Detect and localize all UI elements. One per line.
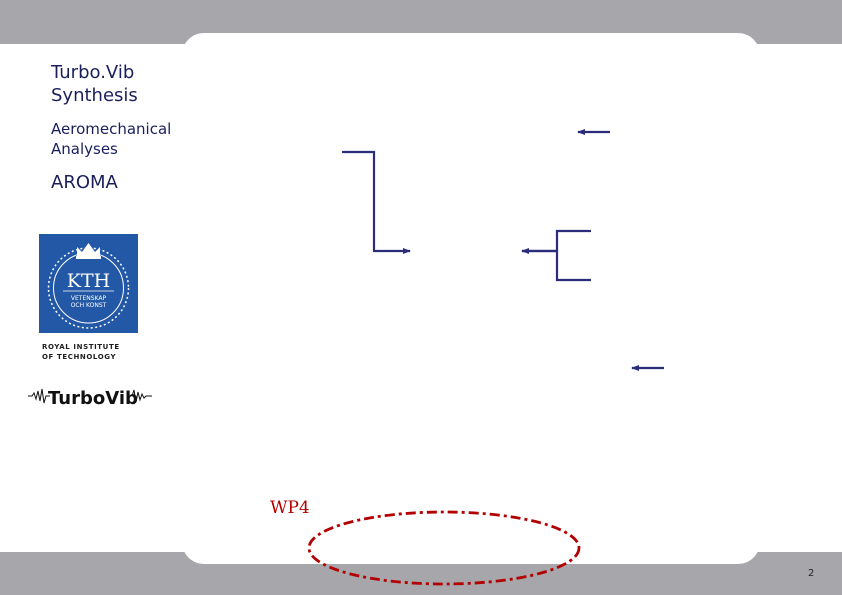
title-line-1: Turbo.Vib <box>51 62 135 83</box>
wp4-label: WP4 <box>270 498 310 518</box>
turbovib-text-part-1: Turbo <box>48 388 105 409</box>
turbovib-wave-icon: TurboVib <box>28 388 152 409</box>
svg-text:TurboVib: TurboVib <box>48 388 138 409</box>
kth-caption: ROYAL INSTITUTE OF TECHNOLOGY <box>42 342 120 362</box>
project-name: AROMA <box>51 172 118 193</box>
kth-monogram: KTH <box>67 270 110 292</box>
kth-motto-line-2: OCH KONST <box>71 302 107 309</box>
kth-motto-line-1: VETENSKAP <box>71 295 107 302</box>
section-subtitle: Aeromechanical Analyses <box>51 119 171 159</box>
kth-logo: KTH VETENSKAP OCH KONST <box>39 234 138 333</box>
connector-elbow-right <box>342 150 411 254</box>
turbovib-logo: TurboVib <box>28 381 152 411</box>
kth-caption-line-1: ROYAL INSTITUTE <box>42 343 120 351</box>
kth-caption-line-2: OF TECHNOLOGY <box>42 353 117 361</box>
presentation-title: Turbo.Vib Synthesis <box>51 61 138 107</box>
subtitle-line-1: Aeromechanical <box>51 120 172 138</box>
page-number: 2 <box>808 568 815 579</box>
kth-emblem-icon: KTH VETENSKAP OCH KONST <box>47 243 130 329</box>
connector-bracket-left <box>522 229 591 282</box>
wp4-highlight-ellipse <box>307 510 581 586</box>
content-panel <box>182 33 760 564</box>
turbovib-text-part-2: Vib <box>105 388 138 409</box>
title-line-2: Synthesis <box>51 85 138 106</box>
subtitle-line-2: Analyses <box>51 140 118 158</box>
